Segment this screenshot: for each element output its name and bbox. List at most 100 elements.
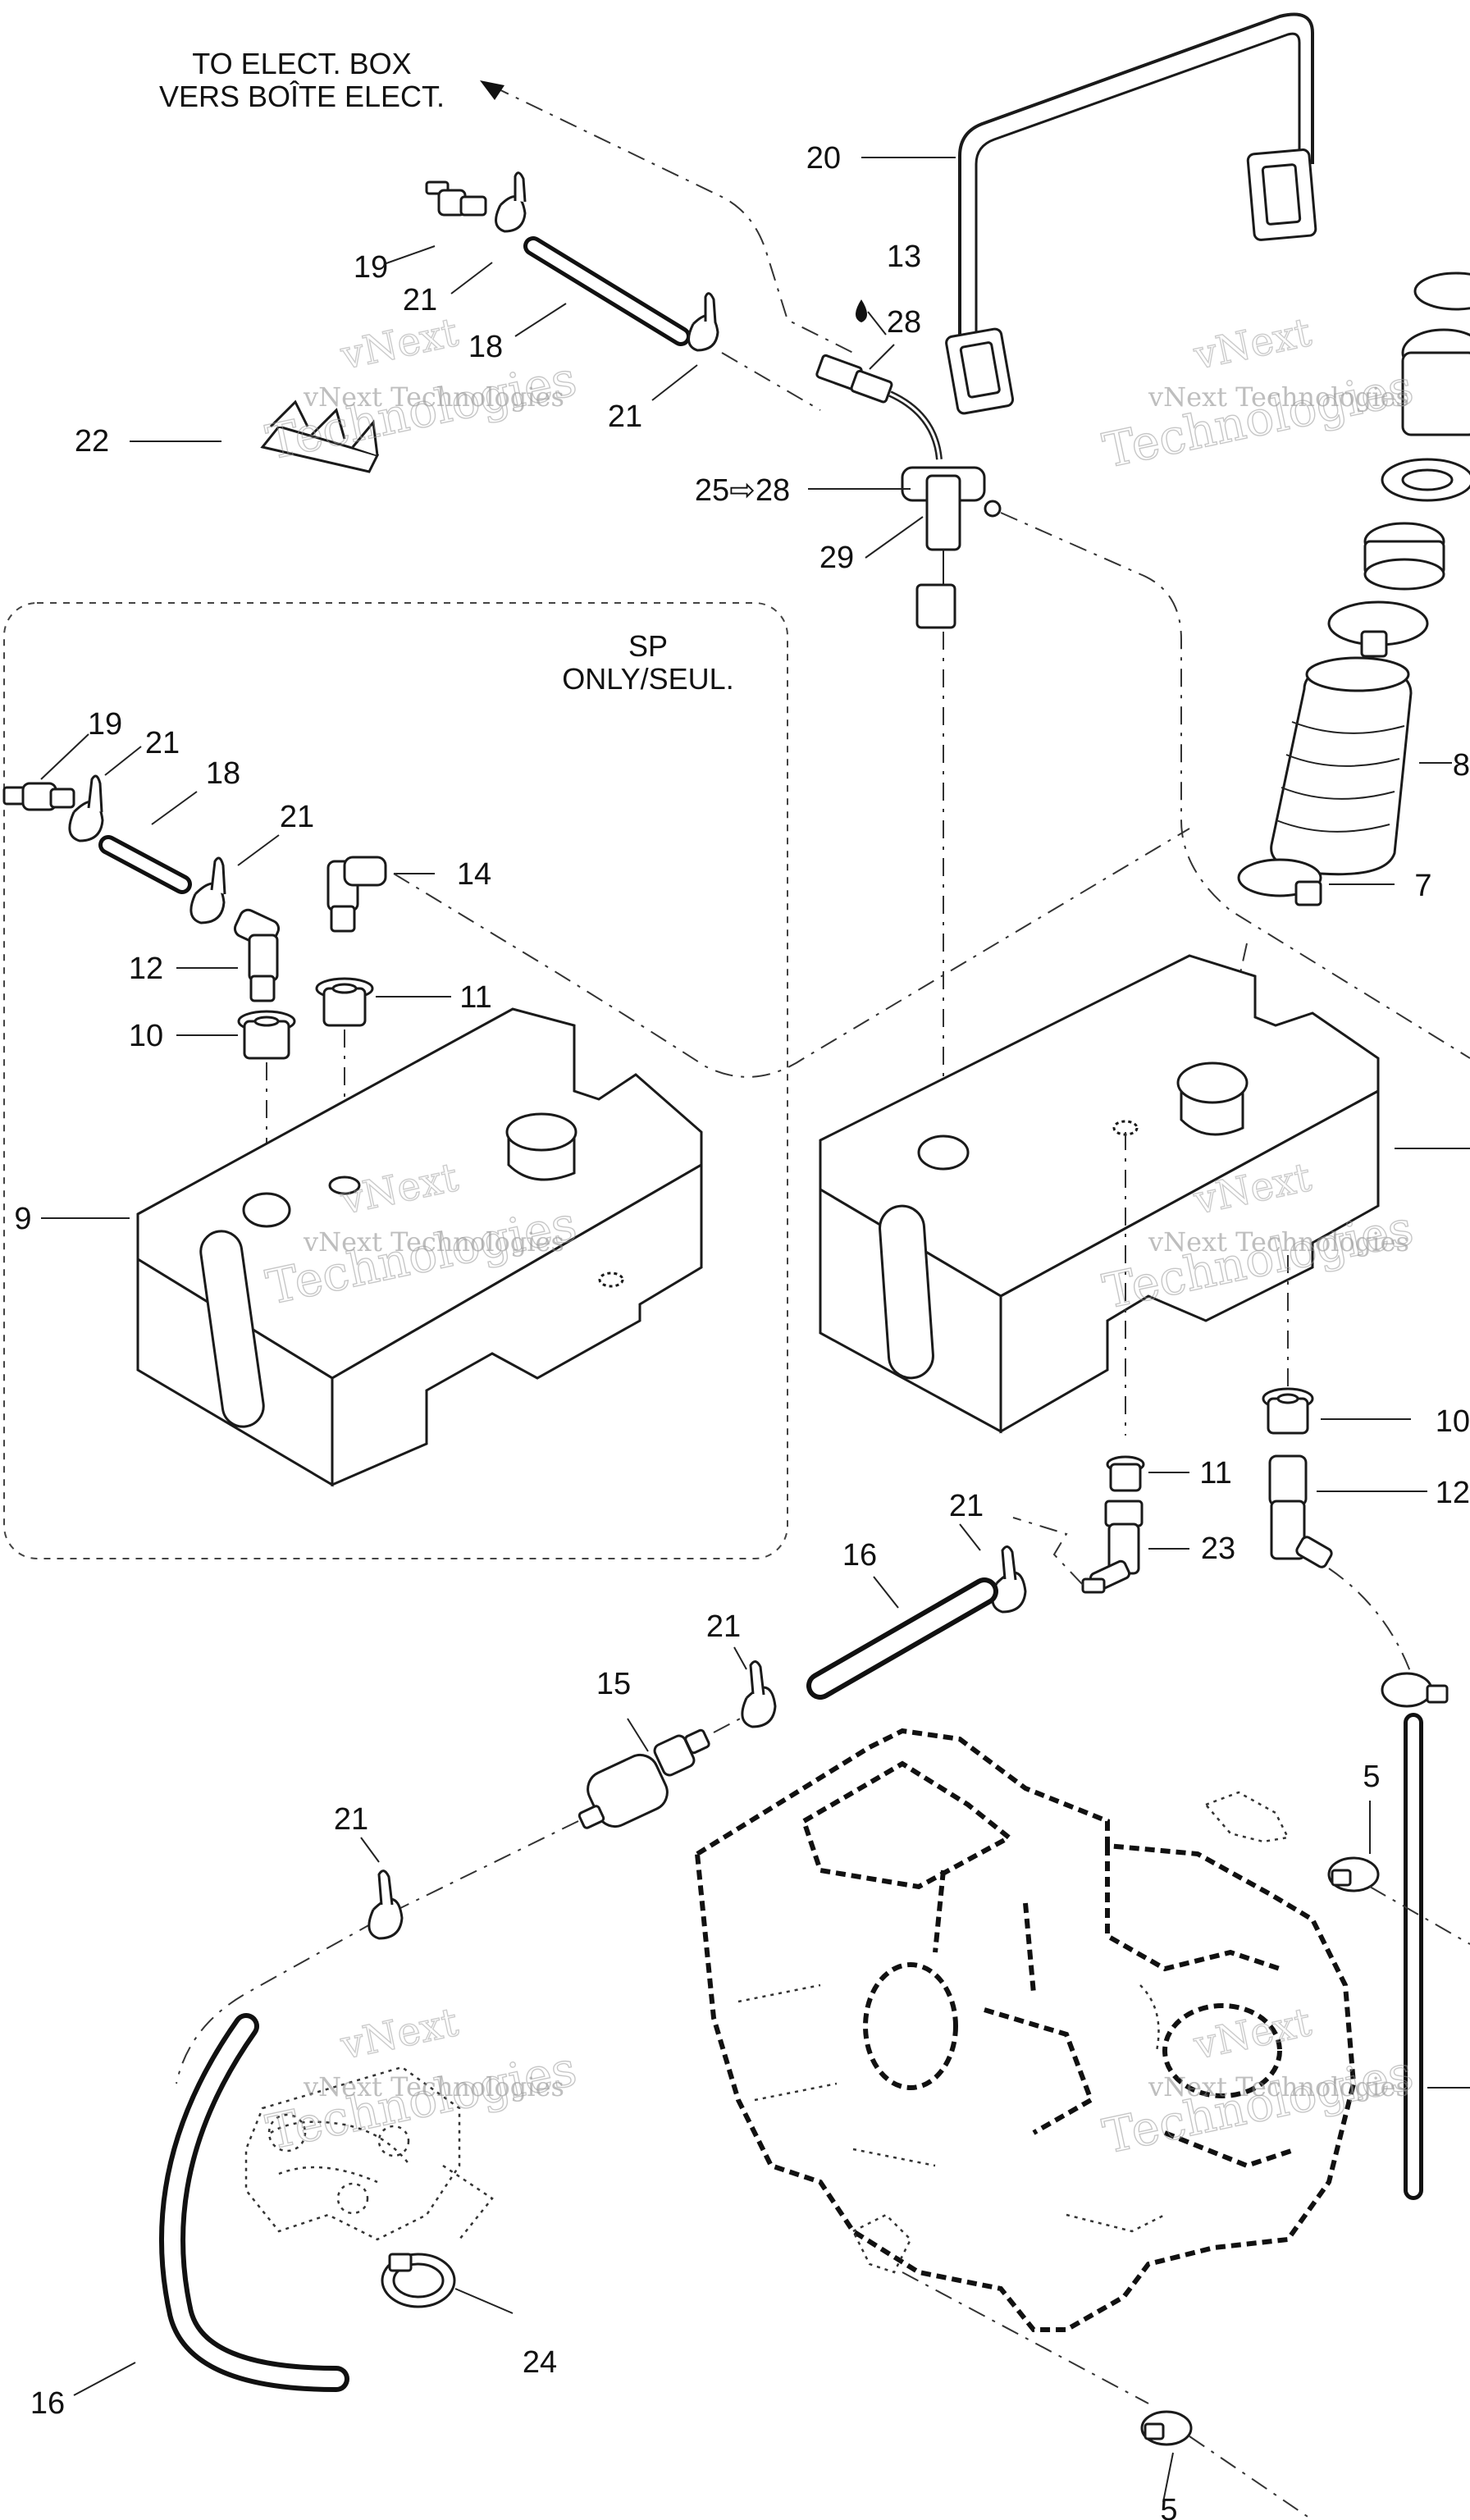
- leader-28: [869, 344, 895, 370]
- leader-19: [383, 245, 436, 265]
- leader-18: [514, 303, 567, 337]
- return-hose-line: [902, 2271, 1149, 2404]
- part-sensor-right: [1203, 1791, 1290, 1843]
- callout-8: 8: [1453, 748, 1470, 783]
- fuel-pump-body: [244, 2066, 494, 2241]
- callout-21: 21: [403, 283, 437, 317]
- callout-21c: 21: [145, 726, 180, 760]
- callout-18b: 18: [206, 756, 240, 791]
- fuel-filter-line: [176, 1523, 1027, 2084]
- sp-only-frame: [3, 602, 788, 1559]
- part-12b-elbow: [1268, 1454, 1333, 1568]
- svg-text:vNext Technologies: vNext Technologies: [1148, 381, 1409, 413]
- return-line-link: [1328, 1568, 1412, 1674]
- svg-text:vNext Technologies: vNext Technologies: [1148, 1226, 1409, 1258]
- filler-cap-stack: [1363, 272, 1470, 591]
- return-hose-assembly: [1140, 1672, 1470, 2520]
- callout-18: 18: [468, 330, 503, 364]
- callout-10: 10: [129, 1019, 163, 1053]
- watermark-top-right: vNext vNext Technologies Technologies: [1098, 308, 1418, 479]
- part-12-elbow-fitting: [233, 908, 281, 1002]
- part-22-retaining-rail: [130, 399, 380, 473]
- part-21-clamp-a: [495, 195, 527, 233]
- callout-25-28: 25⇨28: [695, 473, 790, 508]
- callout-22: 22: [75, 424, 109, 459]
- part-5a-clamp: [1327, 1856, 1380, 1892]
- part-19b-check-valve: [2, 782, 75, 811]
- svg-text:Technologies: Technologies: [262, 350, 582, 470]
- watermark-top-left: vNext vNext Technologies Technologies: [261, 308, 582, 471]
- svg-text:Technologies: Technologies: [1098, 2044, 1418, 2164]
- leader-18b: [151, 791, 198, 825]
- part-clamp-top-right: [1381, 1672, 1449, 1708]
- sp-only-region: SP ONLY/SEUL.: [2, 602, 1190, 1559]
- callout-13: 13: [887, 240, 921, 274]
- callout-16b: 16: [30, 2386, 65, 2421]
- leader-21g: [360, 1837, 380, 1863]
- callout-14: 14: [457, 857, 491, 892]
- leader-21f: [733, 1646, 747, 1670]
- svg-text:vNext: vNext: [336, 1999, 462, 2069]
- wire-route-line: [491, 85, 854, 354]
- part-10b-grommet: [1262, 1387, 1314, 1435]
- to-box-label-fr: VERS BOÎTE ELECT.: [159, 80, 445, 113]
- part-14-elbow-fitting: [326, 856, 387, 933]
- watermark-bottom-right: vNext vNext Technologies Technologies: [1098, 1998, 1418, 2165]
- part-10-grommet: [237, 1010, 296, 1060]
- part-28-connector: [815, 354, 943, 460]
- callout-21g: 21: [334, 1802, 368, 1837]
- leader-5b: [1162, 2452, 1174, 2503]
- part-21e-clamp: [991, 1545, 1027, 1614]
- part-20-tank-strap: [861, 12, 1317, 415]
- filler-neck-assembly: [1213, 272, 1470, 1092]
- callout-19b: 19: [88, 707, 122, 742]
- leader-19b: [40, 733, 89, 780]
- part-9-fuel-tank-sp: [136, 1007, 703, 1487]
- svg-text:Technologies: Technologies: [1098, 358, 1418, 478]
- part-13-drop-icon: [856, 299, 867, 322]
- callout-29: 29: [819, 541, 854, 575]
- callout-7: 7: [1414, 869, 1431, 903]
- leader-24: [454, 2288, 514, 2314]
- leader-21b: [651, 364, 698, 401]
- leader-29: [865, 516, 924, 559]
- sp-only-label: ONLY/SEUL.: [562, 662, 733, 696]
- svg-text:vNext Technologies: vNext Technologies: [1148, 2071, 1409, 2102]
- svg-text:vNext: vNext: [1189, 1999, 1315, 2069]
- callout-11: 11: [459, 980, 491, 1015]
- engine-block-outline: [694, 1728, 1357, 2404]
- callout-23: 23: [1201, 1532, 1235, 1566]
- callout-24: 24: [523, 2345, 557, 2380]
- part-16-fuel-hose: [806, 1577, 998, 1700]
- to-electrical-box-note: TO ELECT. BOX VERS BOÎTE ELECT.: [159, 47, 854, 354]
- part-11-grommet: [315, 977, 374, 1027]
- sp-label: SP: [628, 629, 668, 663]
- svg-text:vNext: vNext: [336, 309, 462, 379]
- fuel-tank-main: [819, 954, 1470, 1436]
- leader-16: [873, 1576, 899, 1609]
- part-15-fuel-filter: [578, 1728, 710, 1829]
- part-19-check-valve: [425, 180, 487, 217]
- part-25-28-sender-body: [901, 466, 1002, 629]
- watermark-bottom-left: vNext vNext Technologies Technologies: [261, 1998, 582, 2161]
- callout-15: 15: [596, 1667, 631, 1701]
- arrow-head-icon: [480, 80, 504, 100]
- part-5b-clamp: [1140, 2410, 1193, 2446]
- svg-text:vNext Technologies: vNext Technologies: [303, 381, 564, 413]
- callout-12b: 12: [1436, 1476, 1470, 1510]
- part-18-hose: [523, 236, 691, 346]
- callout-5: 5: [1363, 1760, 1380, 1794]
- vent-line-sp: [393, 828, 1190, 1078]
- part-clamp-upper: [1327, 600, 1429, 658]
- leader-16b: [73, 2362, 136, 2396]
- svg-text:vNext: vNext: [1189, 309, 1315, 379]
- part-23-elbow-fitting: [1081, 1500, 1144, 1594]
- part-18b-hose: [98, 835, 192, 894]
- svg-text:Technologies: Technologies: [262, 2040, 582, 2160]
- callout-11b: 11: [1199, 1456, 1231, 1491]
- callout-21f: 21: [706, 1609, 741, 1644]
- part-21g-clamp: [368, 1869, 404, 1940]
- leader-21e: [959, 1523, 981, 1551]
- leader-21d: [237, 834, 280, 866]
